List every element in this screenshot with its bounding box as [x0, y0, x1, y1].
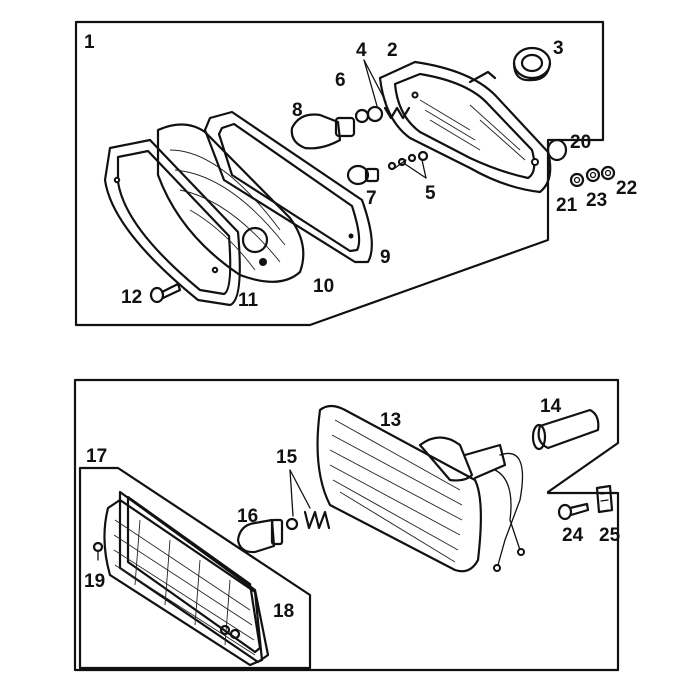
bottom-leader-lines [97, 469, 311, 561]
callout-2: 2 [387, 40, 398, 61]
part-15-spring [285, 510, 331, 531]
part-5-small-parts [387, 150, 429, 171]
callout-4: 4 [356, 40, 367, 61]
callout-11: 11 [238, 290, 259, 311]
callout-25: 25 [599, 525, 621, 546]
callout-24: 24 [562, 525, 584, 546]
callout-13: 13 [380, 410, 401, 431]
callout-17: 17 [86, 446, 107, 467]
callout-1: 1 [84, 32, 95, 53]
callout-14: 14 [540, 396, 562, 417]
callout-16: 16 [237, 506, 258, 527]
part-6-small-parts [354, 105, 411, 124]
callout-9: 9 [380, 247, 391, 268]
part-13-lamp-body [316, 404, 525, 573]
top-assembly: 1 2 3 4 5 6 7 8 9 10 11 12 20 21 22 23 [74, 20, 637, 327]
part-12-screw [149, 282, 182, 304]
sub-frame [78, 466, 312, 670]
callout-10: 10 [313, 276, 334, 297]
part-11-bezel [103, 138, 241, 307]
callout-8: 8 [292, 100, 303, 121]
part-2-housing [378, 60, 552, 194]
callout-6: 6 [335, 70, 346, 91]
part-3-grommet [512, 46, 552, 82]
part-16-bulb [236, 518, 284, 554]
callout-19: 19 [84, 571, 105, 592]
part-24-screw [557, 502, 590, 521]
part-17-lens [103, 498, 264, 667]
bottom-assembly: 13 14 15 16 17 18 19 24 25 [73, 378, 621, 672]
part-20-23-fasteners [546, 138, 616, 188]
part-9-gasket [203, 110, 373, 264]
callout-23: 23 [586, 190, 607, 211]
part-7-small-bulb [346, 164, 380, 186]
callout-5: 5 [425, 183, 436, 204]
callout-15: 15 [276, 447, 298, 468]
part-14-boot [531, 408, 600, 451]
bottom-frame [73, 378, 620, 672]
part-25-clip [595, 484, 614, 514]
callout-20: 20 [570, 132, 591, 153]
part-8-bulb [290, 113, 356, 150]
top-leader-lines [363, 59, 427, 179]
callout-18: 18 [273, 601, 294, 622]
part-18-bezel [118, 490, 270, 664]
callout-3: 3 [553, 38, 564, 59]
part-10-lens [156, 123, 305, 283]
callout-7: 7 [366, 188, 377, 209]
callout-21: 21 [556, 195, 578, 216]
top-frame [74, 20, 605, 327]
callout-12: 12 [121, 287, 142, 308]
callout-22: 22 [616, 178, 637, 199]
